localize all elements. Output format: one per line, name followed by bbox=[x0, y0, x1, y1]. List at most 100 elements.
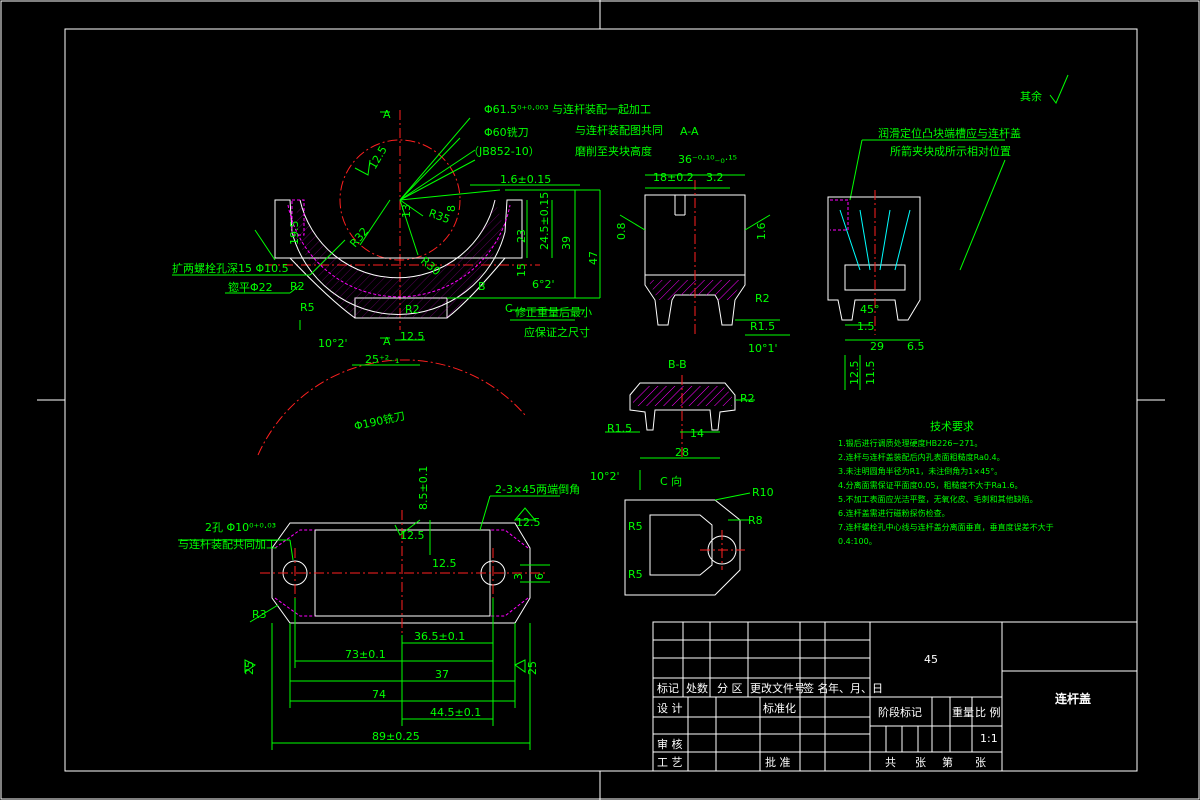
section-bb-label: B-B bbox=[668, 358, 687, 371]
two-holes-note-2: 与连杆装配共同加工 bbox=[178, 537, 277, 551]
chamfer-note: 2-3×45两端倒角 bbox=[495, 483, 580, 496]
tech-req-item: 5.不加工表面应光洁平整，无氧化皮、毛刺和其他缺陷。 bbox=[838, 494, 1038, 504]
row-review: 审 核 bbox=[657, 737, 683, 751]
view-c: C 向 R10 R8 R5 R5 bbox=[624, 474, 774, 596]
bore-note: Φ61.5⁰⁺⁰·⁰⁰³ 与连杆装配一起加工 bbox=[484, 102, 651, 116]
dim-12-5: 12.5 bbox=[400, 330, 425, 343]
dim-19-5: 19.5 bbox=[288, 221, 301, 246]
dim-r5: R5 bbox=[300, 301, 315, 314]
sheets-label: 第 bbox=[942, 755, 953, 769]
side-view: 润滑定位凸块端槽应与连杆盖 所箭夹块成所示相对位置 45° 1.5 29 6.5… bbox=[827, 126, 1021, 390]
row-weight: 重量 bbox=[952, 705, 974, 719]
sheets-label: 张 bbox=[915, 756, 926, 769]
row-standard: 标准化 bbox=[763, 701, 796, 715]
tech-req-heading: 技术要求 bbox=[930, 420, 974, 433]
sheets-label: 共 bbox=[885, 756, 896, 769]
view-c-label: C 向 bbox=[660, 474, 682, 488]
tech-req-item: 4.分离面需保证平面度0.05，粗糙度不大于Ra1.6。 bbox=[838, 480, 1022, 490]
bolt-hole-note: 扩两螺栓孔深15 Φ10.5 bbox=[172, 261, 289, 275]
dim-8-5: 8.5±0.1 bbox=[417, 466, 430, 510]
dim-6: 6 bbox=[533, 573, 546, 580]
dim-r1-5-bb: R1.5 bbox=[607, 422, 632, 435]
dim-r5-c: R5 bbox=[628, 520, 643, 533]
dim-25: 25⁺²₋₁ bbox=[365, 353, 399, 366]
dim-0-8: 0.8 bbox=[615, 223, 628, 241]
dim-89: 89±0.25 bbox=[372, 730, 420, 743]
tech-req-item: 2.连杆与连杆盖装配后内孔表面粗糙度Ra0.4。 bbox=[838, 452, 1005, 462]
dim-r2-bb: R2 bbox=[740, 392, 755, 405]
dim-13: 13 bbox=[400, 204, 413, 218]
tech-req-item: 3.未注明圆角半径为R1，未注倒角为1×45°。 bbox=[838, 466, 1002, 476]
dim-73: 73±0.1 bbox=[345, 648, 386, 661]
dim-12-5-b: 12.5 bbox=[366, 144, 390, 172]
dim-r10: R10 bbox=[752, 486, 774, 499]
dim-1-6: 1.6±0.15 bbox=[500, 173, 551, 186]
dim-18: 18±0.2 bbox=[653, 171, 694, 184]
top-view: 2孔 Φ10⁰⁺⁰·⁰³ 与连杆装配共同加工 2-3×45两端倒角 12.5 R… bbox=[178, 466, 580, 750]
dim-12-5-c: 12.5 bbox=[400, 529, 425, 542]
dim-r3: R3 bbox=[252, 608, 267, 621]
dim-r2-aa: R2 bbox=[755, 292, 770, 305]
dim-6-2: 6°2' bbox=[532, 278, 555, 291]
section-mark-a-bottom: A bbox=[383, 335, 391, 348]
dim-10-2: 10°2' bbox=[318, 337, 348, 350]
dim-3-2: 3.2 bbox=[706, 171, 724, 184]
section-aa-view: A-A 36⁻⁰·¹⁰₋₀·¹⁵ 18±0.2 3.2 0.8 1.6 R2 R… bbox=[615, 125, 790, 355]
dim-12-5-side: 12.5 bbox=[848, 361, 861, 386]
rev-header: 处数 bbox=[686, 682, 708, 695]
section-mark-c: C bbox=[505, 302, 513, 315]
dim-3: 3 bbox=[512, 573, 525, 580]
section-mark-b: B bbox=[478, 280, 486, 293]
dim-36: 36⁻⁰·¹⁰₋₀·¹⁵ bbox=[678, 153, 737, 166]
scale: 1:1 bbox=[980, 732, 998, 745]
dim-r2-b: R2 bbox=[405, 303, 420, 316]
two-holes-note: 2孔 Φ10⁰⁺⁰·⁰³ bbox=[205, 521, 276, 534]
roughness-symbol bbox=[1049, 74, 1069, 104]
dim-12-5-d: 12.5 bbox=[432, 557, 457, 570]
dim-39: 39 bbox=[560, 236, 573, 250]
dim-29: 29 bbox=[870, 340, 884, 353]
fix-note: 修正重量后最小 bbox=[515, 305, 592, 319]
dim-11-5: 11.5 bbox=[864, 361, 877, 386]
dim-6-5: 6.5 bbox=[907, 340, 925, 353]
dim-14: 14 bbox=[690, 427, 704, 440]
dim-12-5-top: 12.5 bbox=[516, 516, 541, 529]
dim-47: 47 bbox=[587, 251, 600, 265]
dim-25-left: 25 bbox=[243, 661, 256, 675]
cut-note-2: 磨削至夹块高度 bbox=[575, 144, 652, 158]
row-stage: 阶段标记 bbox=[878, 705, 922, 719]
rev-header: 年、月、日 bbox=[828, 681, 883, 695]
right-note-1: 润滑定位凸块端槽应与连杆盖 bbox=[878, 126, 1021, 140]
keep-note: 应保证之尺寸 bbox=[524, 325, 590, 339]
dim-45: 45° bbox=[860, 303, 880, 316]
row-process: 工 艺 bbox=[657, 756, 683, 769]
dim-37: 37 bbox=[435, 668, 449, 681]
row-design: 设 计 bbox=[657, 702, 683, 715]
tech-requirements: 技术要求 1.锻后进行调质处理硬度HB226~271。 2.连杆与连杆盖装配后内… bbox=[838, 420, 1054, 546]
cut-note-1: 与连杆装配图共同 bbox=[575, 123, 663, 137]
dim-r32: R32 bbox=[347, 225, 371, 250]
row-approve: 批 准 bbox=[765, 755, 791, 769]
sheets-label: 张 bbox=[975, 756, 986, 769]
dim-74: 74 bbox=[372, 688, 386, 701]
front-view: Φ61.5⁰⁺⁰·⁰⁰³ 与连杆装配一起加工 Φ60铣刀 （JB852-10） … bbox=[172, 102, 663, 456]
spot-face-note: 锪平Φ22 bbox=[228, 281, 273, 294]
dim-10-1: 10°1' bbox=[748, 342, 778, 355]
dim-r1-5: R1.5 bbox=[750, 320, 775, 333]
dim-r5-d: R5 bbox=[628, 568, 643, 581]
dim-1-6-b: 1.6 bbox=[755, 223, 768, 241]
rev-header: 更改文件号 bbox=[750, 681, 805, 695]
row-ratio: 比 例 bbox=[975, 705, 1001, 719]
cutter-190-note: Φ190铣刀 bbox=[353, 409, 406, 433]
section-mark-a-top: A bbox=[383, 108, 391, 121]
rev-header: 标记 bbox=[657, 681, 679, 695]
dim-r2: R2 bbox=[290, 280, 305, 293]
roughness-note: 其余 bbox=[1020, 89, 1042, 103]
dim-8: 8 bbox=[445, 205, 458, 212]
rev-header: 签 名 bbox=[803, 681, 829, 695]
dim-25-right: 25 bbox=[526, 661, 539, 675]
right-note-2: 所箭夹块成所示相对位置 bbox=[890, 144, 1011, 158]
rev-header: 分 区 bbox=[717, 682, 743, 695]
dim-24-5: 24.5±0.15 bbox=[538, 192, 551, 250]
